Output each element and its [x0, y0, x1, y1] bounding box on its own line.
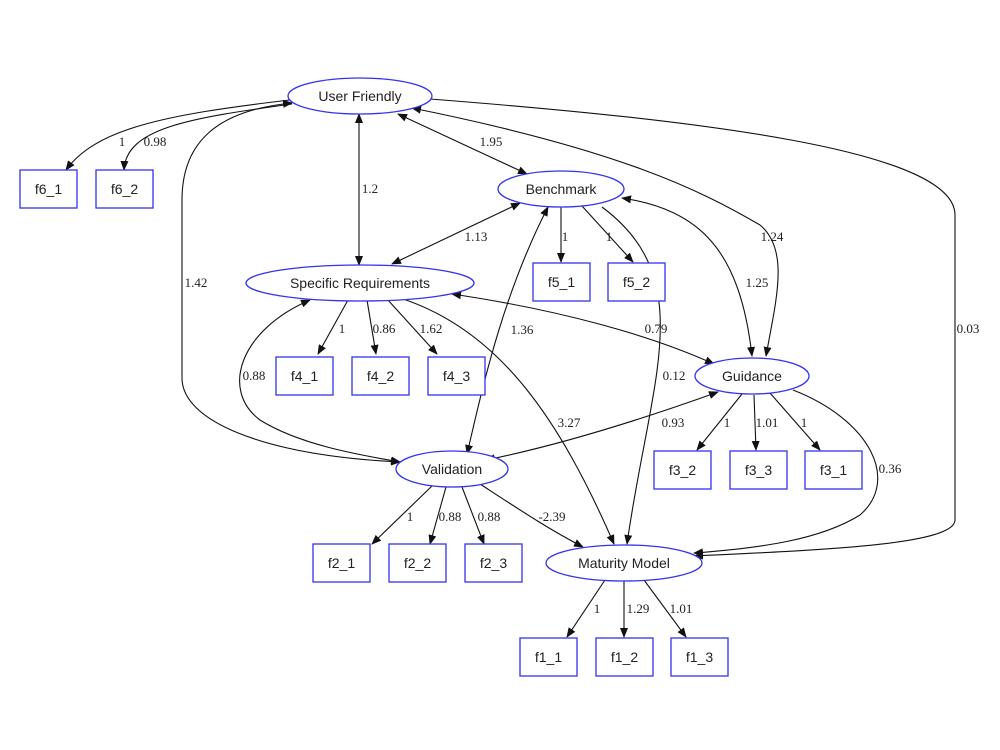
node-label-f3-2: f3_2: [669, 462, 696, 478]
node-f1-2: f1_2: [595, 637, 654, 677]
edge-label-specific-requirements-validation: 0.88: [243, 368, 266, 383]
node-f6-2: f6_2: [95, 169, 154, 209]
node-f4-2: f4_2: [351, 356, 410, 396]
edge-label-guidance-f3-3: 1.01: [756, 415, 779, 430]
node-f1-3: f1_3: [670, 637, 729, 677]
node-label-f4-3: f4_3: [443, 368, 470, 384]
edge-benchmark-specific-requirements: [391, 202, 521, 265]
edge-user-friendly-benchmark: [397, 113, 528, 175]
edge-label-benchmark-guidance: 1.25: [746, 275, 769, 290]
node-f3-2: f3_2: [653, 450, 712, 490]
edge-label-guidance-validation: 0.93: [662, 415, 685, 430]
edge-guidance-f3-3: [751, 394, 760, 451]
node-label-f2-1: f2_1: [328, 555, 355, 571]
node-label-f5-1: f5_1: [548, 274, 575, 290]
edge-user-friendly-maturity-model: [429, 98, 956, 560]
edge-label-user-friendly-guidance: 1.24: [761, 229, 784, 244]
node-label-f6-1: f6_1: [35, 181, 62, 197]
edge-label-benchmark-f5-1: 1: [562, 229, 569, 244]
node-validation: Validation: [395, 450, 509, 488]
edge-label-user-friendly-specific-requirements: 1.2: [362, 181, 378, 196]
node-label-f3-1: f3_1: [820, 462, 847, 478]
node-label-f1-2: f1_2: [611, 649, 638, 665]
node-label-f5-2: f5_2: [623, 274, 650, 290]
edge-label-specific-requirements-maturity-model: 3.27: [558, 415, 581, 430]
edge-maturity-model-f1-1: [566, 579, 606, 638]
edge-label-maturity-model-f1-1: 1: [594, 601, 601, 616]
edge-label-user-friendly-f6-2: 0.98: [144, 134, 167, 149]
node-f5-1: f5_1: [532, 262, 591, 302]
node-label-specific-requirements: Specific Requirements: [290, 275, 430, 291]
edge-benchmark-maturity-model: [601, 206, 661, 545]
node-label-f6-2: f6_2: [111, 181, 138, 197]
edge-benchmark-validation: [465, 206, 549, 455]
edge-label-user-friendly-validation: 1.42: [185, 275, 208, 290]
node-label-guidance: Guidance: [722, 368, 782, 384]
edge-specific-requirements-guidance: [451, 291, 715, 365]
edge-maturity-model-f1-3: [643, 579, 687, 638]
edge-label-specific-requirements-f4-2: 0.86: [373, 321, 396, 336]
node-user-friendly: User Friendly: [287, 77, 433, 115]
edge-validation-f2-1: [371, 485, 433, 545]
edge-user-friendly-validation: [181, 99, 401, 466]
edge-guidance-validation: [485, 391, 719, 463]
edge-label-benchmark-maturity-model: 0.12: [663, 368, 686, 383]
edge-label-specific-requirements-f4-3: 1.62: [420, 321, 443, 336]
node-f3-1: f3_1: [804, 450, 863, 490]
node-label-f4-2: f4_2: [367, 368, 394, 384]
edge-label-validation-f2-1: 1: [407, 509, 414, 524]
node-f6-1: f6_1: [19, 169, 78, 209]
edge-label-guidance-f3-2: 1: [724, 415, 731, 430]
node-label-validation: Validation: [422, 461, 482, 477]
node-f5-2: f5_2: [607, 262, 666, 302]
node-label-f1-3: f1_3: [686, 649, 713, 665]
edge-label-benchmark-f5-2: 1: [606, 229, 613, 244]
node-label-f3-3: f3_3: [745, 462, 772, 478]
node-f2-3: f2_3: [464, 543, 523, 583]
node-maturity-model: Maturity Model: [545, 544, 703, 582]
edge-label-guidance-maturity-model: 0.36: [879, 461, 902, 476]
edge-label-user-friendly-maturity-model: 0.03: [957, 321, 980, 336]
edge-label-validation-f2-2: 0.88: [439, 509, 462, 524]
node-f4-3: f4_3: [427, 356, 486, 396]
node-label-user-friendly: User Friendly: [318, 88, 401, 104]
edge-label-maturity-model-f1-2: 1.29: [627, 601, 650, 616]
edge-guidance-f3-1: [769, 392, 821, 451]
edge-label-validation-f2-3: 0.88: [478, 509, 501, 524]
node-f2-1: f2_1: [312, 543, 371, 583]
node-label-maturity-model: Maturity Model: [578, 555, 670, 571]
edge-validation-f2-3: [461, 486, 485, 545]
node-specific-requirements: Specific Requirements: [245, 264, 475, 302]
node-label-benchmark: Benchmark: [526, 181, 598, 197]
node-guidance: Guidance: [694, 357, 810, 395]
edge-label-benchmark-specific-requirements: 1.13: [465, 229, 488, 244]
edge-label-specific-requirements-f4-1: 1: [339, 321, 346, 336]
edge-validation-maturity-model: [479, 483, 584, 548]
edge-user-friendly-f6-1: [65, 99, 291, 171]
edge-label-validation-maturity-model: -2.39: [538, 509, 565, 524]
edge-validation-f2-2: [428, 486, 447, 545]
node-f2-2: f2_2: [388, 543, 447, 583]
edge-guidance-f3-2: [696, 393, 743, 451]
edge-label-specific-requirements-guidance: 0.79: [645, 321, 668, 336]
edge-label-maturity-model-f1-3: 1.01: [670, 601, 693, 616]
edge-specific-requirements-validation: [239, 299, 401, 465]
node-label-f4-1: f4_1: [291, 368, 318, 384]
edge-benchmark-guidance: [621, 195, 755, 357]
node-f1-1: f1_1: [519, 637, 578, 677]
edge-label-user-friendly-f6-1: 1: [119, 134, 126, 149]
edge-guidance-maturity-model: [693, 389, 879, 557]
node-label-f1-1: f1_1: [535, 649, 562, 665]
edge-specific-requirements-maturity-model: [399, 297, 615, 545]
node-f4-1: f4_1: [275, 356, 334, 396]
node-label-f2-3: f2_3: [480, 555, 507, 571]
edge-label-user-friendly-benchmark: 1.95: [480, 134, 503, 149]
node-f3-3: f3_3: [729, 450, 788, 490]
edge-label-guidance-f3-1: 1: [801, 415, 808, 430]
node-benchmark: Benchmark: [497, 170, 625, 208]
edge-label-benchmark-validation: 1.36: [511, 322, 534, 337]
node-label-f2-2: f2_2: [404, 555, 431, 571]
